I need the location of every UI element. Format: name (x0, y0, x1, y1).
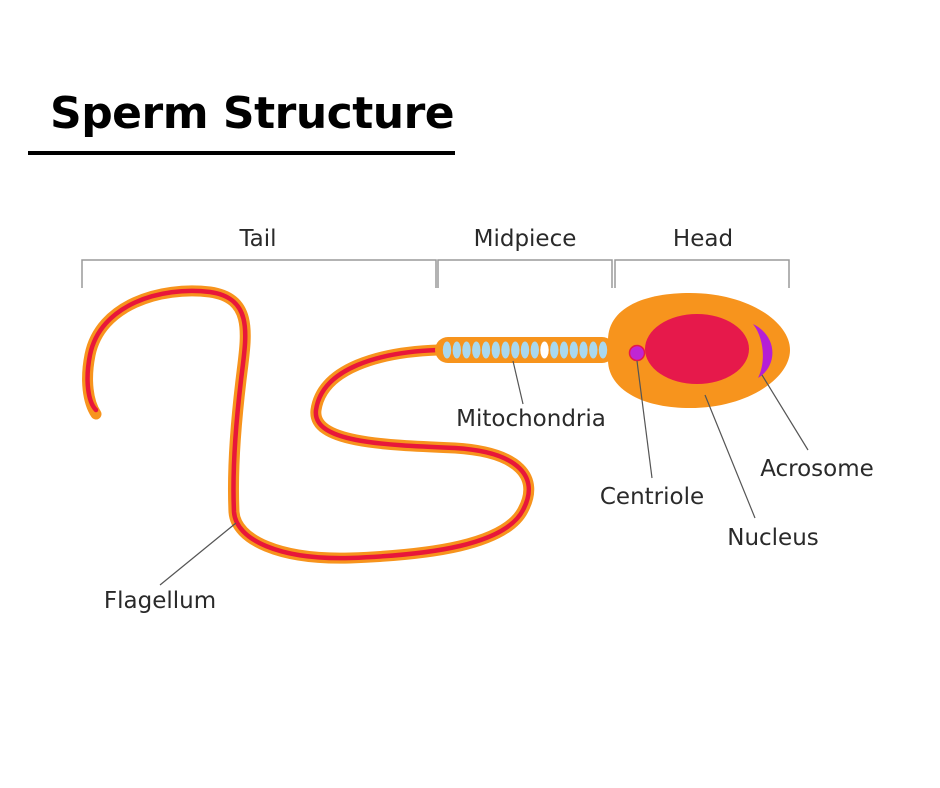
midpiece-label: Midpiece (474, 226, 577, 252)
midpiece-bracket (437, 259, 613, 288)
mitochondrion (452, 341, 461, 359)
centriole-label: Centriole (600, 484, 704, 510)
mitochondrion (442, 341, 452, 359)
mitochondrion (511, 341, 520, 359)
mitochondria-label: Mitochondria (456, 406, 606, 432)
mitochondrion (472, 341, 481, 359)
mitochondrion (501, 341, 510, 359)
mitochondrion (559, 341, 569, 359)
flagellum-leader (159, 522, 237, 586)
title-underline (28, 151, 455, 155)
mitochondrion (491, 341, 500, 359)
nucleus (645, 314, 749, 384)
mitochondria (442, 341, 608, 359)
flagellum (82, 285, 535, 564)
mitochondrion (550, 341, 559, 359)
mitochondrion (530, 341, 539, 359)
mitochondria-leader (512, 360, 524, 405)
centriole (628, 344, 646, 362)
mitochondrion (589, 341, 598, 359)
nucleus-leader (704, 394, 756, 519)
section-brackets (81, 259, 790, 288)
page-title: Sperm Structure (50, 88, 455, 139)
acrosome-label: Acrosome (760, 456, 874, 482)
head (608, 293, 790, 408)
tail-label: Tail (238, 226, 276, 252)
acrosome-leader (761, 374, 809, 451)
mitochondrion (481, 341, 491, 359)
centriole-leader (636, 360, 653, 479)
mitochondrion (579, 341, 588, 359)
mitochondrion (520, 341, 530, 359)
flagellum-label: Flagellum (104, 588, 216, 614)
midpiece (435, 337, 615, 363)
flagellum-core (85, 288, 531, 561)
nucleus-label: Nucleus (727, 525, 819, 551)
mitochondrion (462, 341, 471, 359)
leader-lines (159, 360, 809, 586)
mitochondrion (540, 341, 549, 359)
acrosome (753, 324, 773, 378)
mitochondrion (598, 341, 608, 359)
head-bracket (614, 259, 790, 288)
tail-bracket (81, 259, 437, 288)
head-label: Head (673, 226, 733, 252)
mitochondrion (569, 341, 578, 359)
